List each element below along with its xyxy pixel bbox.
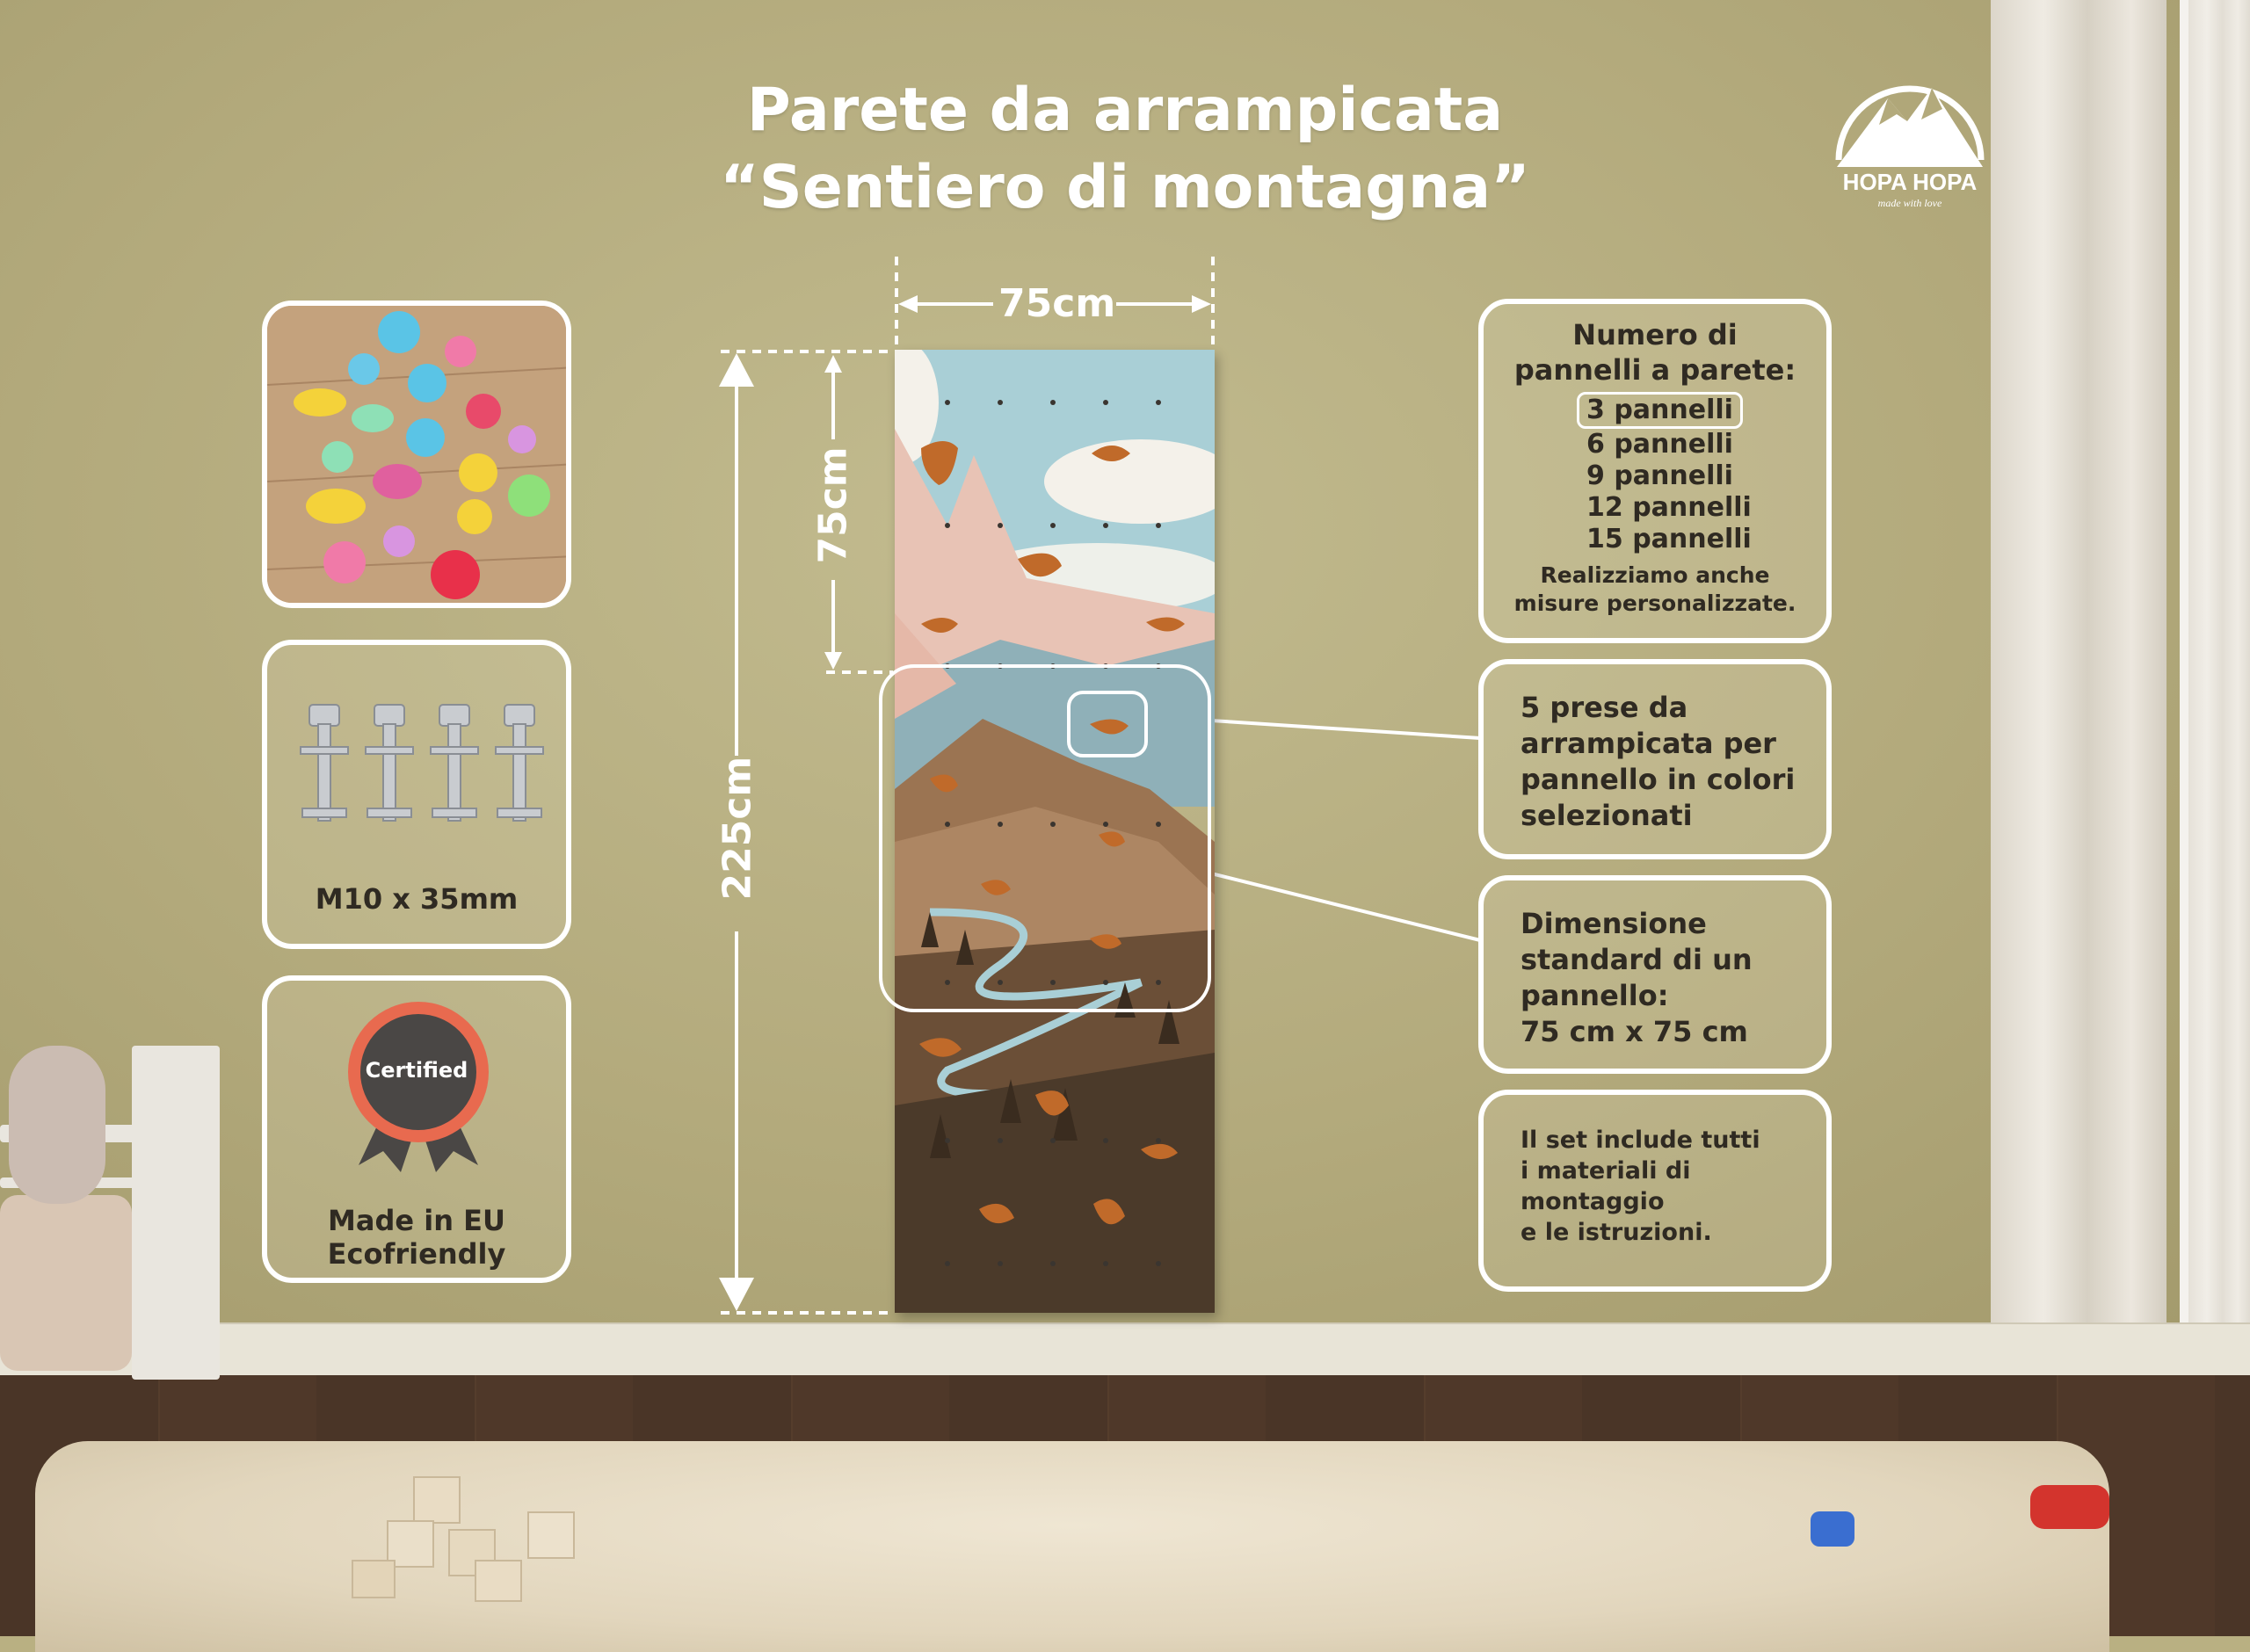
set-text-line-1: Il set include tutti	[1521, 1127, 1760, 1154]
holds-text-line-1: 5 prese da	[1521, 691, 1688, 724]
toy-blocks	[352, 1476, 633, 1602]
certified-badge-icon	[348, 1002, 489, 1172]
panel-option-15[interactable]: 15 pannelli	[1586, 524, 1752, 554]
hold-highlight-box	[1067, 691, 1148, 757]
brand-tagline: made with love	[1877, 197, 1942, 209]
plush-bunny	[9, 1046, 105, 1204]
set-text-line-4: e le istruzioni.	[1521, 1219, 1712, 1246]
total-height-dimension-label: 225cm	[715, 756, 760, 901]
panel-option-12[interactable]: 12 pannelli	[1586, 492, 1752, 523]
climbing-holds-photo	[267, 306, 566, 603]
certified-badge-label: Certified	[365, 1058, 468, 1083]
set-text-line-3: montaggio	[1521, 1188, 1665, 1215]
bolts-size-label: M10 x 35mm	[315, 882, 519, 916]
panels-count-card: Numero di pannelli a parete: 3 pannelli …	[1478, 299, 1832, 643]
holds-text-line-3: pannello in colori	[1521, 763, 1796, 796]
custom-sizes-note-line-1: Realizziamo anche	[1540, 562, 1770, 588]
set-text-line-2: i materiali di	[1521, 1157, 1691, 1185]
climbing-holds-photo-card	[262, 301, 571, 608]
panel-option-3[interactable]: 3 pannelli	[1577, 392, 1743, 429]
size-text-line-3: pannello:	[1521, 979, 1669, 1012]
holds-text-line-2: arrampicata per	[1521, 727, 1776, 760]
panel-option-9[interactable]: 9 pannelli	[1586, 460, 1733, 491]
panels-options-list: 3 pannelli 6 pannelli 9 pannelli 12 pann…	[1577, 392, 1752, 555]
size-text-line-4: 75 cm x 75 cm	[1521, 1015, 1748, 1048]
mounting-set-card: Il set include tutti i materiali di mont…	[1478, 1090, 1832, 1292]
baseboard	[0, 1322, 2250, 1377]
panel-size-card: Dimensione standard di un pannello: 75 c…	[1478, 875, 1832, 1074]
toy-car	[2030, 1485, 2109, 1529]
size-text-line-2: standard di un	[1521, 943, 1753, 976]
toddler-bed	[0, 1037, 224, 1388]
size-text-line-1: Dimensione	[1521, 907, 1707, 940]
panel-option-6[interactable]: 6 pannelli	[1586, 429, 1733, 460]
panels-heading-line-2: pannelli a parete:	[1513, 353, 1796, 387]
curtain-right-panel	[2188, 0, 2250, 1406]
mountain-logo-icon	[1835, 85, 1985, 167]
panel-highlight-box	[879, 664, 1211, 1012]
panel-height-dimension-label: 75cm	[810, 446, 856, 564]
curtain-left-panel	[1991, 0, 2167, 1406]
page-title-line-1: Parete da arrampicata	[746, 76, 1504, 145]
width-dimension-label: 75cm	[998, 281, 1116, 326]
certified-card: Certified Made in EU Ecofriendly	[262, 975, 571, 1283]
panel-option-selected[interactable]: 3 pannelli	[1577, 392, 1752, 429]
panels-heading-line-1: Numero di	[1572, 318, 1738, 351]
ecofriendly-label: Ecofriendly	[327, 1237, 506, 1271]
holds-text-line-4: selezionati	[1521, 799, 1693, 832]
brand-logo: HOPA HOPA made with love	[1826, 63, 1993, 221]
toy-figure	[1811, 1511, 1854, 1547]
bolts-icon	[300, 704, 544, 822]
made-in-eu-label: Made in EU	[328, 1204, 505, 1237]
custom-sizes-note-line-2: misure personalizzate.	[1513, 591, 1796, 616]
bed-blanket	[0, 1195, 132, 1371]
brand-name: HOPA HOPA	[1842, 169, 1978, 195]
page-title-line-2: “Sentiero di montagna”	[720, 153, 1530, 222]
bolts-card: M10 x 35mm	[262, 640, 571, 949]
climbing-wall-illustration	[895, 350, 1215, 1313]
holds-per-panel-card: 5 prese da arrampicata per pannello in c…	[1478, 659, 1832, 859]
fluffy-rug	[35, 1441, 2109, 1652]
